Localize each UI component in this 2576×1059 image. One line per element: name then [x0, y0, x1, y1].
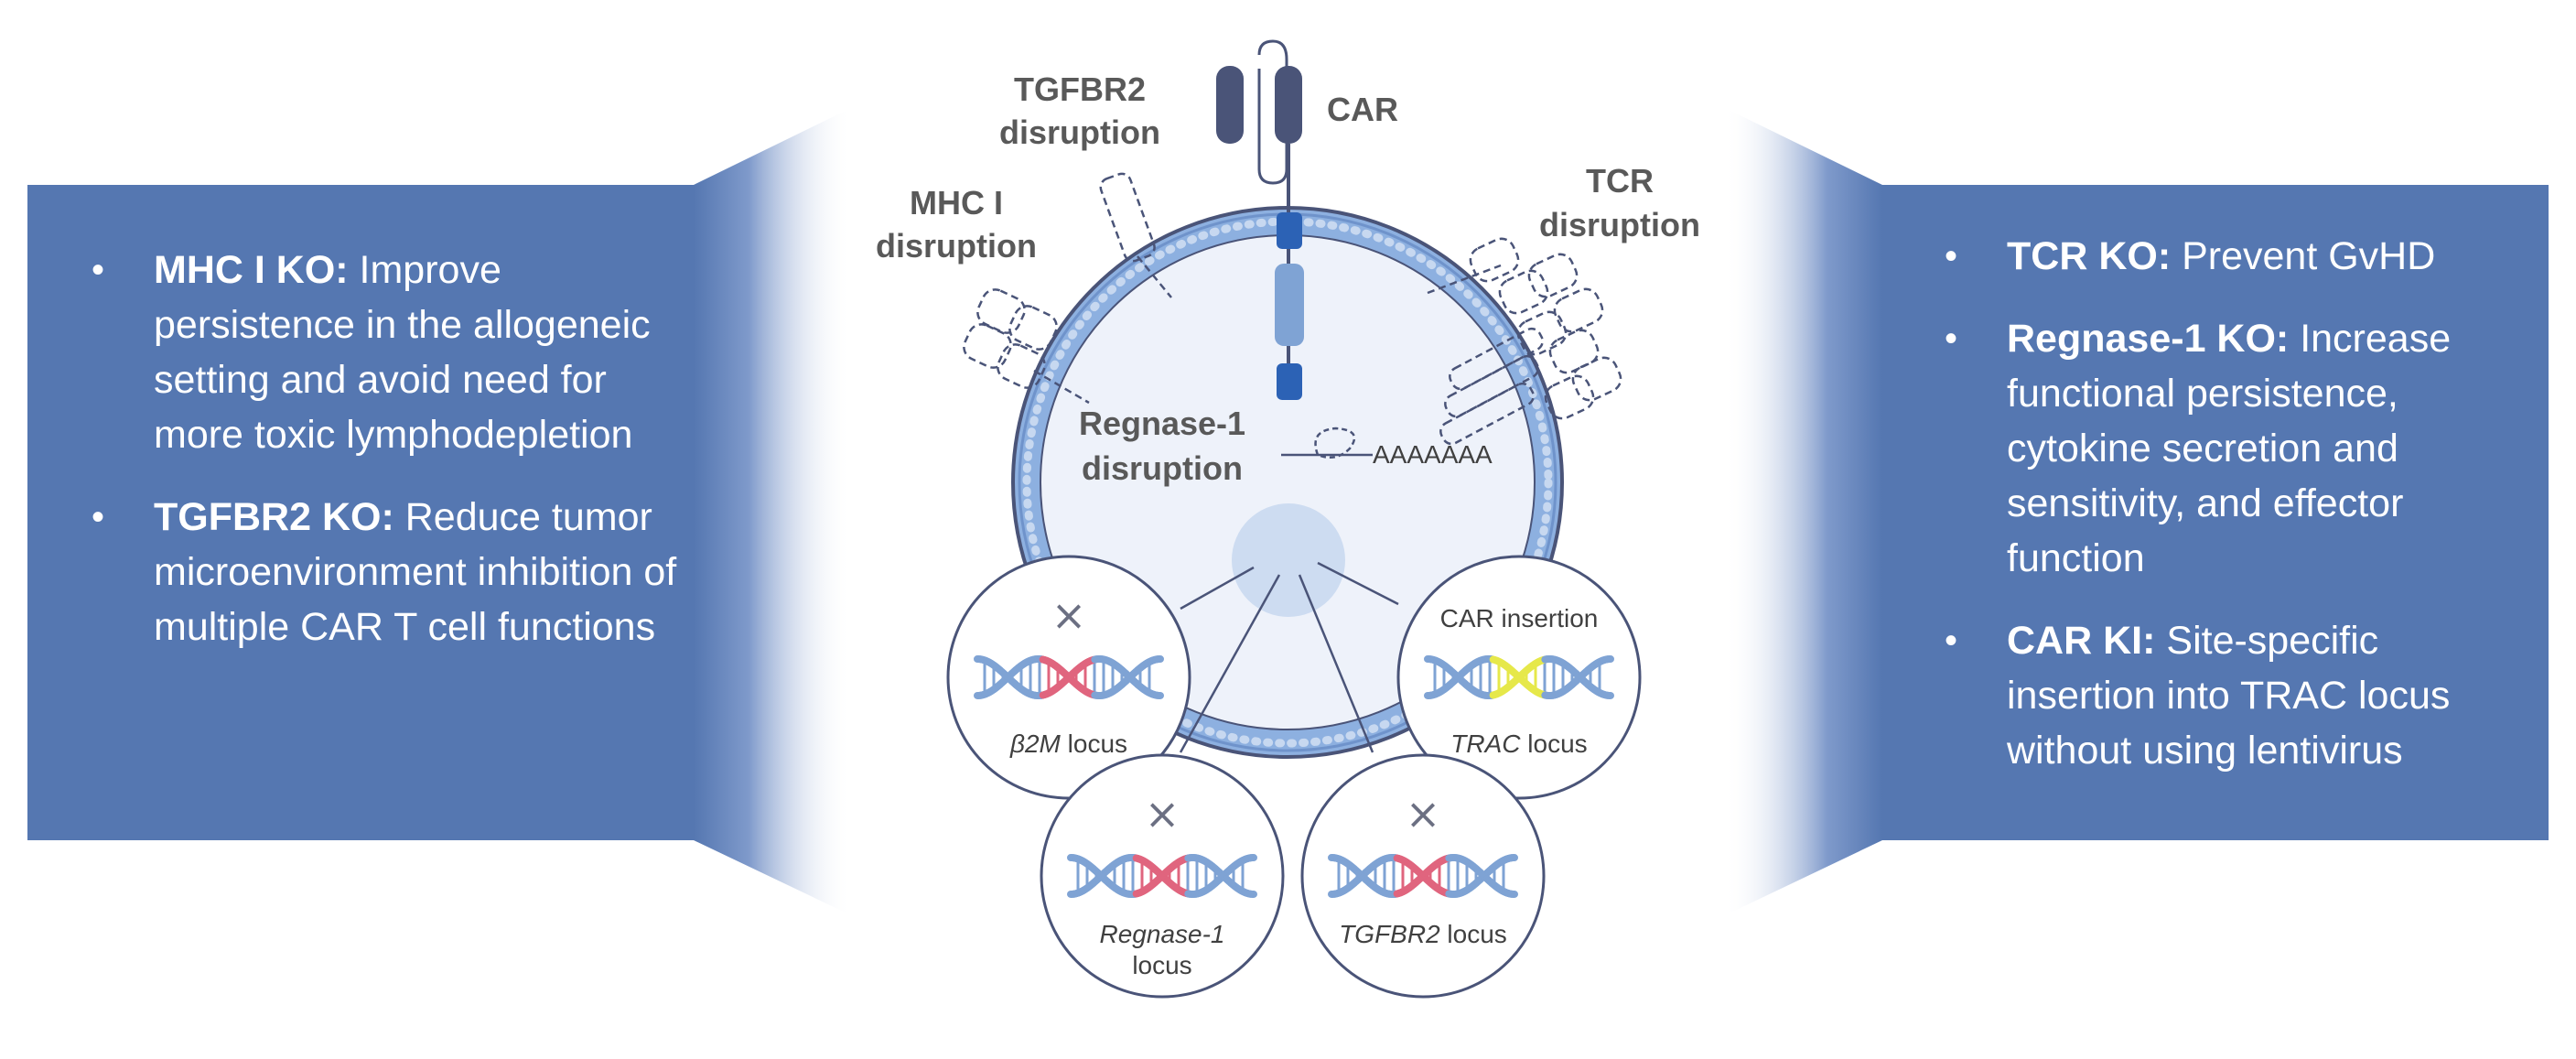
b2m-x-mark: × — [1051, 590, 1087, 640]
right-bullet-list: TCR KO: Prevent GvHD Regnase-1 KO: Incre… — [1945, 229, 2530, 778]
trac-locus: CAR insertion TRAC locus — [1396, 555, 1642, 800]
nucleus-connectors — [1179, 561, 1399, 753]
tgfbr2-ko-heading: TGFBR2 KO: — [154, 495, 394, 539]
dna-icon — [1067, 854, 1257, 898]
nucleus — [1232, 503, 1345, 617]
svg-text:TRAC locus: TRAC locus — [1450, 729, 1587, 758]
b2m-locus-name: β2M — [1009, 729, 1062, 758]
tgfbr2-label-line2: disruption — [999, 113, 1160, 151]
regnase-mrna: AAAAAAA — [1281, 427, 1493, 469]
regnase-locus-line2: locus — [1132, 951, 1191, 979]
list-item-tgfbr2-ko: TGFBR2 KO: Reduce tumor microenvironment… — [92, 490, 677, 654]
right-flare — [1725, 108, 1882, 915]
tgfbr2-label-line1: TGFBR2 — [1014, 70, 1146, 108]
trac-locus-suffix: locus — [1521, 729, 1588, 758]
mhc-ko-heading: MHC I KO: — [154, 248, 349, 292]
car-ki-heading: CAR KI: — [2007, 619, 2156, 663]
left-bullet-list: MHC I KO: Improve persistence in the all… — [92, 243, 677, 654]
tcr-label-line2: disruption — [1539, 206, 1700, 243]
car-ki-text: Site-specific insertion into TRAC locus … — [2007, 619, 2451, 773]
list-item-regnase-ko: Regnase-1 KO: Increase functional persis… — [1945, 311, 2530, 586]
dna-icon — [1328, 854, 1518, 898]
regnase-label-line2: disruption — [1082, 449, 1243, 487]
regnase-x-mark: × — [1145, 789, 1180, 838]
mhc-label-line2: disruption — [876, 227, 1037, 265]
tcr-ko-heading: TCR KO: — [2007, 234, 2172, 278]
tcr-ko-text: Prevent GvHD — [2171, 234, 2436, 278]
tcr-complex — [1427, 237, 1622, 446]
left-panel: MHC I KO: Improve persistence in the all… — [92, 243, 677, 682]
dna-icon — [1424, 655, 1614, 699]
b2m-locus-suffix: locus — [1061, 729, 1127, 758]
svg-text:β2M locus: β2M locus — [1009, 729, 1127, 758]
trac-insertion-label: CAR insertion — [1440, 604, 1599, 632]
polya-label: AAAAAAA — [1373, 440, 1493, 469]
car-receptor — [1216, 39, 1304, 400]
tgfbr2-receptor — [1099, 172, 1172, 298]
tgfbr2-locus-suffix: locus — [1440, 920, 1507, 948]
right-panel: TCR KO: Prevent GvHD Regnase-1 KO: Incre… — [1945, 229, 2530, 805]
list-item-tcr-ko: TCR KO: Prevent GvHD — [1945, 229, 2530, 284]
tgfbr2-locus: × TGFBR2 locus — [1300, 753, 1546, 999]
regnase-ko-heading: Regnase-1 KO: — [2007, 317, 2290, 361]
tgfbr2-x-mark: × — [1406, 789, 1441, 838]
mhc-ko-text: Improve persistence in the allogeneic se… — [154, 248, 651, 457]
list-item-mhc-ko: MHC I KO: Improve persistence in the all… — [92, 243, 677, 462]
list-item-car-ki: CAR KI: Site-specific insertion into TRA… — [1945, 613, 2530, 778]
mhc-i-complex — [963, 288, 1090, 405]
b2m-locus: × β2M locus — [946, 555, 1191, 800]
left-flare — [694, 108, 851, 915]
regnase-ko-text: Increase functional persistence, cytokin… — [2007, 317, 2452, 580]
regnase-locus: × Regnase-1 locus — [1040, 753, 1285, 999]
trac-locus-name: TRAC — [1450, 729, 1521, 758]
regnase-label-line1: Regnase-1 — [1079, 405, 1245, 442]
tgfbr2-locus-name: TGFBR2 — [1339, 920, 1440, 948]
tgfbr2-ko-text: Reduce tumor microenvironment inhibition… — [154, 495, 677, 649]
regnase-locus-name: Regnase-1 — [1100, 920, 1225, 948]
car-label: CAR — [1327, 91, 1398, 128]
mhc-label-line1: MHC I — [910, 184, 1003, 222]
svg-text:TGFBR2 locus: TGFBR2 locus — [1339, 920, 1507, 948]
dna-icon — [974, 655, 1164, 699]
tcr-label-line1: TCR — [1586, 162, 1654, 200]
